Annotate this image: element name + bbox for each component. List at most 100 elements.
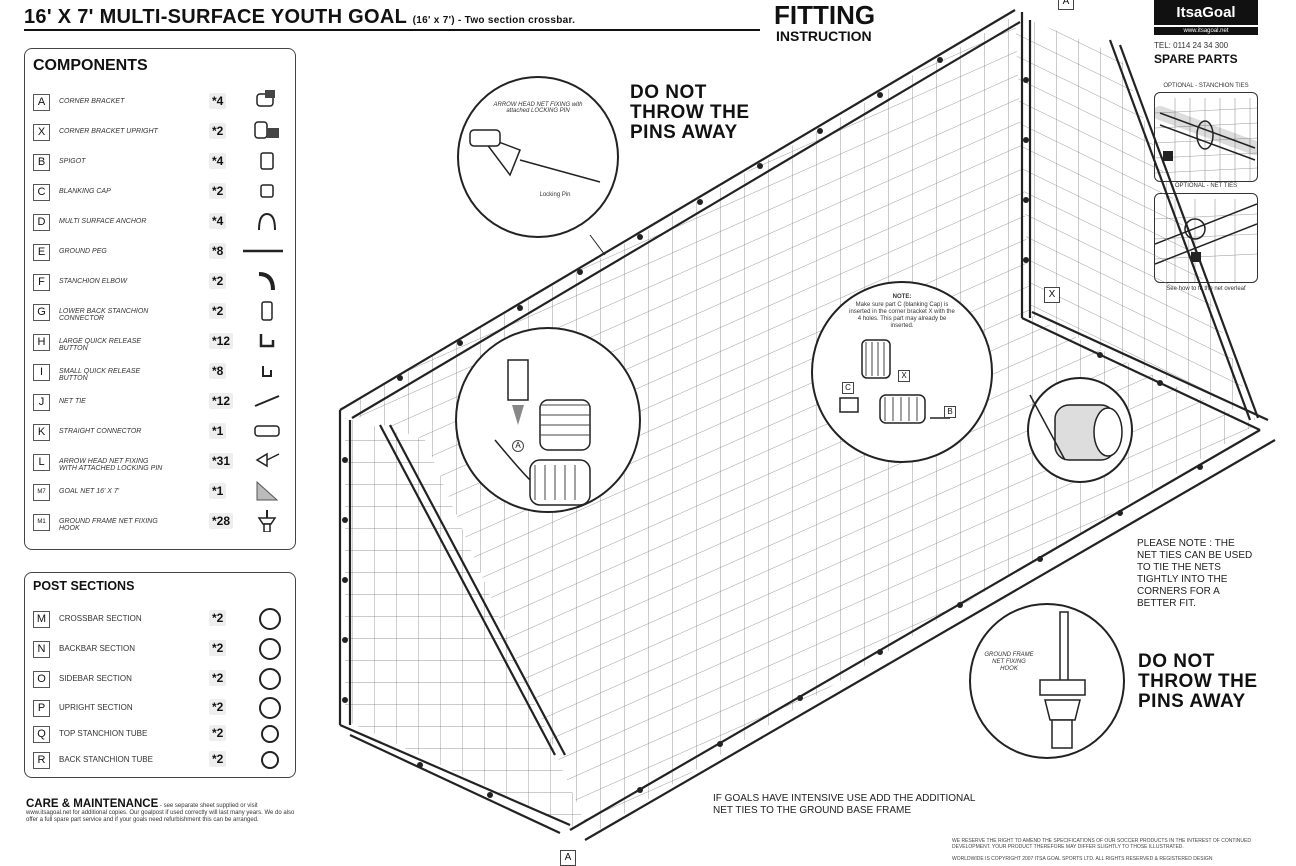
post-qty: *2 — [209, 640, 227, 656]
left-ground-bar-inner — [349, 734, 561, 834]
brand-tel: TEL: 0114 24 34 300 — [1154, 41, 1229, 50]
callout-corner-assembly — [455, 327, 641, 513]
component-qty: *1 — [209, 423, 227, 439]
component-name: LARGE QUICK RELEASE BUTTON — [59, 338, 142, 352]
callout-ground-hook — [969, 603, 1125, 759]
component-qty: *4 — [209, 213, 227, 229]
corner-bracket-upright-icon — [254, 121, 279, 139]
warning-top: DO NOT THROW THE PINS AWAY — [630, 82, 750, 143]
note-text: Make sure part C (blanking Cap) is inser… — [849, 302, 955, 329]
post-name: UPRIGHT SECTION — [59, 703, 133, 712]
component-qty: *4 — [209, 93, 227, 109]
callout-arrow-head — [457, 76, 619, 256]
component-letter: G — [33, 304, 50, 321]
component-name: NET TIE — [59, 398, 86, 405]
component-letter: J — [33, 394, 50, 411]
corner-bracket-icon — [256, 90, 275, 107]
right-ground-bar-inner — [1031, 310, 1269, 422]
straight-connector-icon — [254, 425, 280, 437]
components-title: COMPONENTS — [33, 57, 148, 74]
inset-net-ties-label: OPTIONAL - NET TIES — [1174, 183, 1238, 189]
component-row: G LOWER BACK STANCHION CONNECTOR *2 — [25, 301, 295, 328]
brand-url: www.itsagoal.net — [1154, 27, 1258, 35]
component-name: CORNER BRACKET UPRIGHT — [59, 128, 158, 135]
goal-net-icon — [256, 480, 279, 501]
page-title: 16' X 7' MULTI-SURFACE YOUTH GOAL (16' x… — [24, 6, 576, 28]
component-name: STRAIGHT CONNECTOR — [59, 428, 142, 435]
component-name: GOAL NET 16' x 7' — [59, 488, 120, 495]
component-qty: *8 — [209, 243, 227, 259]
component-qty: *2 — [209, 303, 227, 319]
post-letter: M — [33, 611, 50, 628]
small-button-icon — [262, 366, 272, 377]
care-text: - see separate sheet supplied or visit w… — [26, 803, 295, 823]
component-letter: M7 — [33, 484, 50, 501]
marker-a-top: A — [1058, 0, 1074, 10]
brand-logo: ItsaGoal — [1154, 0, 1258, 25]
component-letter: C — [33, 184, 50, 201]
note-title: NOTE: — [892, 294, 912, 300]
stanchion-ties-illustration — [1153, 98, 1262, 181]
component-name: SMALL QUICK RELEASE BUTTON — [59, 368, 141, 382]
component-qty: *1 — [209, 483, 227, 499]
component-qty: *12 — [209, 333, 234, 349]
marker-c: C — [842, 382, 854, 394]
blanking-cap-icon — [260, 184, 274, 198]
tube-section-icon — [259, 697, 281, 719]
footer-line-2: WORLDWIDE IS COPYRIGHT 2007 ITSA GOAL SP… — [952, 856, 1213, 862]
post-qty: *2 — [209, 751, 227, 767]
post-name: TOP STANCHION TUBE — [59, 729, 148, 738]
right-stanchion — [1108, 39, 1252, 421]
marker-x: X — [898, 370, 910, 382]
brand-block: ItsaGoal www.itsagoal.net TEL: 0114 24 3… — [1154, 0, 1258, 66]
component-name: GROUND FRAME NET FIXING HOOK — [59, 518, 158, 532]
component-letter: E — [33, 244, 50, 261]
crossbar — [339, 9, 1016, 411]
component-letter: L — [33, 454, 50, 471]
component-name: CORNER BRACKET — [59, 98, 125, 105]
component-letter: X — [33, 124, 50, 141]
component-name: ARROW HEAD NET FIXING with attached LOCK… — [59, 458, 163, 472]
left-side-net — [345, 418, 590, 835]
component-name: GROUND PEG — [59, 248, 107, 255]
component-letter: F — [33, 274, 50, 291]
post-name: CROSSBAR SECTION — [59, 614, 142, 623]
left-ground-bar — [339, 723, 571, 827]
locking-pin-label: Locking Pin — [539, 192, 571, 198]
arrow-head-fixing-icon — [255, 452, 280, 468]
component-row: J NET TIE *12 — [25, 392, 295, 418]
net-tie-icon — [254, 395, 280, 407]
callout-anchor — [1027, 377, 1133, 483]
arrow-head-fixing-label: ARROW HEAD NET FIXING with attached LOCK… — [493, 102, 583, 114]
back-stanchion-connector-icon — [261, 301, 273, 321]
component-row: E GROUND PEG *8 — [25, 242, 295, 268]
tube-section-icon — [259, 668, 281, 690]
component-row: H LARGE QUICK RELEASE BUTTON *12 — [25, 332, 295, 358]
crossbar-inner — [351, 21, 1021, 419]
post-name: SIDEBAR SECTION — [59, 674, 132, 683]
component-letter: H — [33, 334, 50, 351]
component-qty: *12 — [209, 393, 234, 409]
component-name: SPIGOT — [59, 158, 86, 165]
post-letter: O — [33, 671, 50, 688]
component-letter: K — [33, 424, 50, 441]
component-qty: *31 — [209, 453, 234, 469]
post-letter: N — [33, 641, 50, 658]
component-name: MULTI SURFACE ANCHOR — [59, 218, 147, 225]
spare-parts-heading: SPARE PARTS — [1154, 52, 1238, 66]
marker-a-bottom: A — [560, 850, 576, 866]
component-name: LOWER BACK STANCHION CONNECTOR — [59, 308, 149, 322]
component-name: STANCHION ELBOW — [59, 278, 127, 285]
